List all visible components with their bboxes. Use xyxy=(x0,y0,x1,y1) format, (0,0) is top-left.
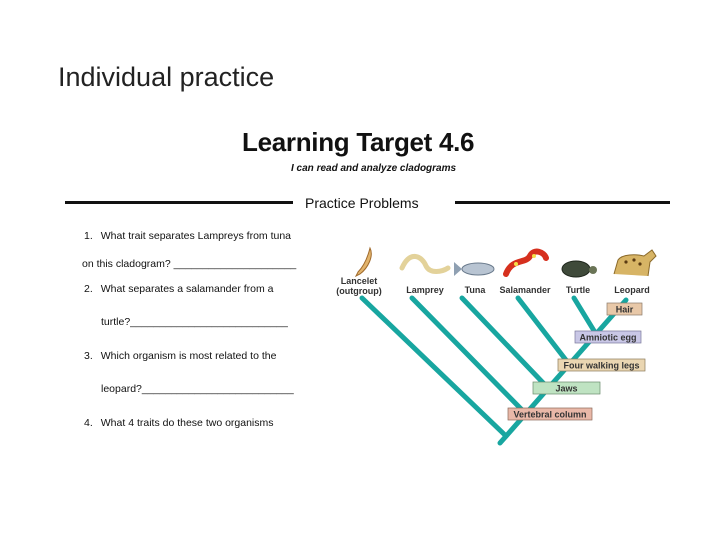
question-1: 1. What trait separates Lampreys from tun… xyxy=(84,230,291,242)
question-4: 4. What 4 traits do these two organisms xyxy=(84,417,274,429)
question-number: 2. xyxy=(84,283,93,295)
question-text: Which organism is most related to the xyxy=(100,350,277,362)
branch-lamprey xyxy=(409,295,529,417)
taxon-label-salamander: Salamander xyxy=(499,285,551,295)
branch-tuna xyxy=(459,295,551,391)
question-3-line2: leopard?__________________________ xyxy=(101,383,294,395)
question-number: 1. xyxy=(84,230,93,242)
branches xyxy=(359,295,629,446)
learning-target-title: Learning Target 4.6 xyxy=(242,127,475,157)
question-2-line2: turtle?___________________________ xyxy=(101,316,288,328)
branch-salamander xyxy=(515,295,572,367)
question-2: 2. What separates a salamander from a xyxy=(84,283,274,295)
trait-jaws: Jaws xyxy=(555,384,577,394)
divider-right xyxy=(455,201,670,204)
trait-hair: Hair xyxy=(616,305,634,315)
taxon-label-tuna: Tuna xyxy=(465,285,487,295)
taxon-label-turtle: Turtle xyxy=(566,285,590,295)
taxon-label-leopard: Leopard xyxy=(614,285,650,295)
trait-vertebral-column: Vertebral column xyxy=(513,410,586,420)
lancelet-icon xyxy=(354,246,372,278)
divider-left xyxy=(65,201,293,204)
salamander-icon xyxy=(503,248,549,277)
branch-turtle xyxy=(571,295,599,337)
cladogram: Lancelet (outgroup) Lamprey Tuna Salaman… xyxy=(336,246,657,446)
branch-lancelet xyxy=(359,295,509,439)
question-3: 3. Which organism is most related to the xyxy=(84,350,276,362)
taxon-label-lamprey: Lamprey xyxy=(406,285,444,295)
leopard-icon xyxy=(613,249,657,277)
trait-four-walking-legs: Four walking legs xyxy=(563,361,639,371)
lamprey-icon xyxy=(399,254,451,274)
slide-title: Individual practice xyxy=(58,62,275,92)
trait-amniotic-egg: Amniotic egg xyxy=(579,333,636,343)
question-text: What trait separates Lampreys from tuna xyxy=(100,230,292,242)
main-branch xyxy=(497,297,629,446)
taxon-sublabel-lancelet: (outgroup) xyxy=(336,286,381,296)
tuna-icon xyxy=(454,262,495,276)
question-1-line2: on this cladogram? _____________________ xyxy=(82,258,297,270)
learning-target-subtitle: I can read and analyze cladograms xyxy=(291,163,457,174)
question-number: 3. xyxy=(84,350,93,362)
section-heading: Practice Problems xyxy=(305,195,419,211)
question-text: What 4 traits do these two organisms xyxy=(100,417,274,429)
turtle-icon xyxy=(561,260,597,278)
taxon-label-lancelet: Lancelet xyxy=(341,276,378,286)
question-text: What separates a salamander from a xyxy=(100,283,274,295)
question-number: 4. xyxy=(84,417,93,429)
